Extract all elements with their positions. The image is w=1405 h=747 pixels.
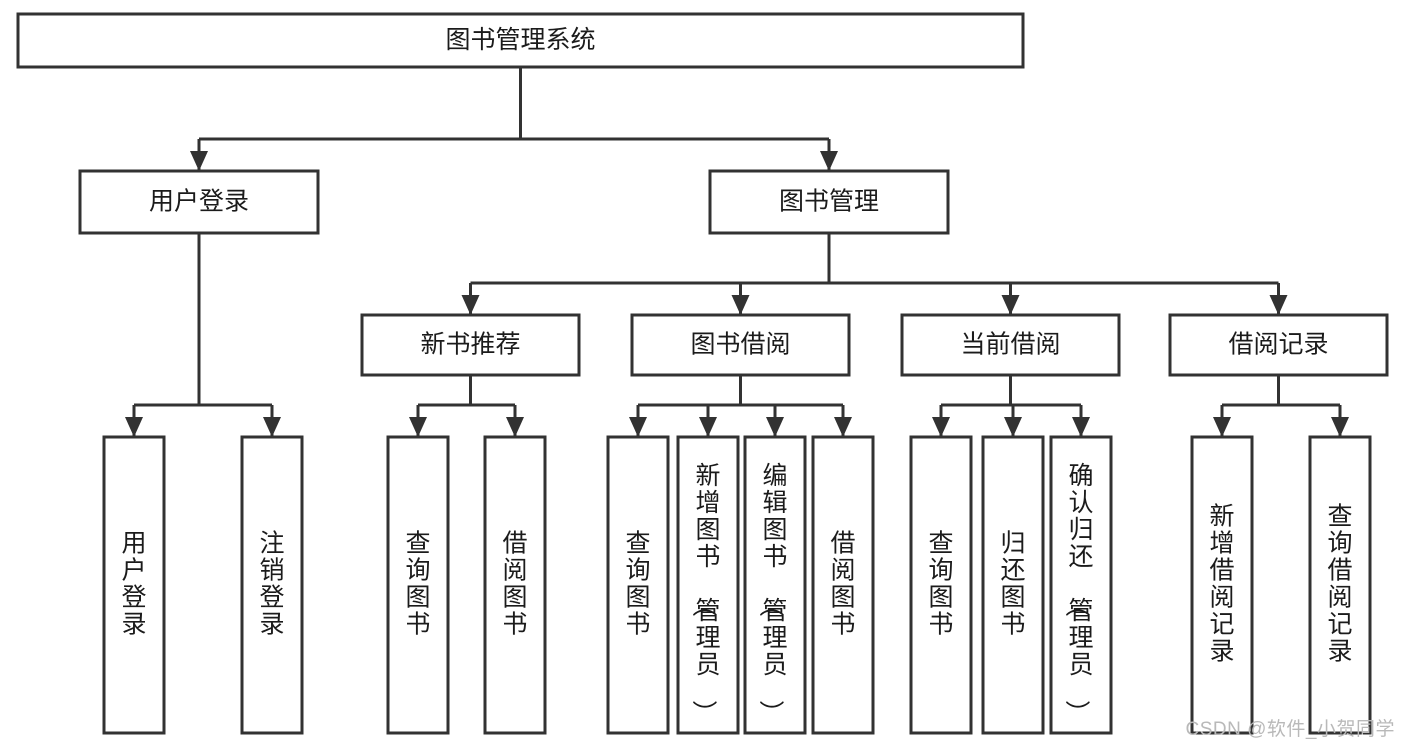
node-new-book-recommend[interactable]: 新书推荐 <box>360 313 581 377</box>
arrow-head-icon <box>125 417 143 437</box>
node-leaf-edit-book[interactable]: 编辑图书（管理员） <box>743 435 807 735</box>
edge-group-new-book-recommend <box>409 375 524 437</box>
node-box <box>240 435 304 735</box>
node-box <box>676 435 740 735</box>
node-label: 新书推荐 <box>420 331 520 359</box>
node-leaf-add-book[interactable]: 新增图书（管理员） <box>676 435 740 735</box>
edge-group-root <box>190 67 838 171</box>
node-box <box>606 435 670 735</box>
node-box <box>16 12 1025 69</box>
node-box <box>708 169 950 235</box>
arrow-head-icon <box>1213 417 1231 437</box>
node-label: 借阅图书 <box>830 530 855 639</box>
node-leaf-query-book-2[interactable]: 查询图书 <box>606 435 670 735</box>
node-box <box>1308 435 1372 735</box>
node-box <box>811 435 875 735</box>
node-box <box>1168 313 1389 377</box>
node-label: 借阅记录 <box>1228 331 1328 359</box>
edge-layer <box>125 67 1349 437</box>
arrow-head-icon <box>263 417 281 437</box>
node-box <box>360 313 581 377</box>
node-label: 图书管理系统 <box>445 26 595 54</box>
arrow-head-icon <box>629 417 647 437</box>
node-box <box>386 435 450 735</box>
node-leaf-confirm-return[interactable]: 确认归还（管理员） <box>1049 435 1113 735</box>
node-leaf-query-book-1[interactable]: 查询图书 <box>386 435 450 735</box>
node-label: 用户登录 <box>149 188 249 216</box>
node-box <box>102 435 166 735</box>
node-borrow-record[interactable]: 借阅记录 <box>1168 313 1389 377</box>
node-leaf-user-login[interactable]: 用户登录 <box>102 435 166 735</box>
node-label: 归还图书 <box>1000 530 1025 639</box>
node-box <box>1190 435 1254 735</box>
node-label: 借阅图书 <box>502 530 527 639</box>
arrow-head-icon <box>506 417 524 437</box>
node-label: 查询借阅记录 <box>1327 503 1352 666</box>
node-label: 新增图书（管理员） <box>689 462 720 725</box>
node-label: 查询图书 <box>928 530 953 639</box>
node-layer: 图书管理系统用户登录图书管理新书推荐图书借阅当前借阅借阅记录用户登录注销登录查询… <box>16 12 1389 735</box>
node-label: 查询图书 <box>405 530 430 639</box>
node-user-login[interactable]: 用户登录 <box>78 169 320 235</box>
arrow-head-icon <box>409 417 427 437</box>
arrow-head-icon <box>731 295 750 315</box>
arrow-head-icon <box>190 151 208 171</box>
arrow-head-icon <box>766 417 784 437</box>
edge-group-user-login <box>125 233 281 437</box>
node-current-borrow[interactable]: 当前借阅 <box>900 313 1121 377</box>
arrow-head-icon <box>1001 295 1020 315</box>
node-book-borrow[interactable]: 图书借阅 <box>630 313 851 377</box>
node-leaf-add-record[interactable]: 新增借阅记录 <box>1190 435 1254 735</box>
edge-group-borrow-record <box>1213 375 1349 437</box>
arrow-head-icon <box>834 417 852 437</box>
node-box <box>900 313 1121 377</box>
node-box <box>981 435 1045 735</box>
arrow-head-icon <box>820 151 838 171</box>
arrow-head-icon <box>461 295 480 315</box>
node-leaf-return-book[interactable]: 归还图书 <box>981 435 1045 735</box>
node-label: 当前借阅 <box>960 331 1060 359</box>
node-leaf-query-record[interactable]: 查询借阅记录 <box>1308 435 1372 735</box>
node-label: 查询图书 <box>625 530 650 639</box>
node-leaf-borrow-book-2[interactable]: 借阅图书 <box>811 435 875 735</box>
node-label: 确认归还（管理员） <box>1062 462 1093 725</box>
node-label: 图书借阅 <box>690 331 790 359</box>
node-box <box>1049 435 1113 735</box>
arrow-head-icon <box>1004 417 1022 437</box>
node-label: 图书管理 <box>779 188 879 216</box>
node-label: 新增借阅记录 <box>1209 503 1234 666</box>
node-box <box>630 313 851 377</box>
edge-group-book-manage <box>461 233 1288 315</box>
node-label: 用户登录 <box>121 530 146 639</box>
node-leaf-borrow-book-1[interactable]: 借阅图书 <box>483 435 547 735</box>
edge-group-current-borrow <box>932 375 1090 437</box>
node-root[interactable]: 图书管理系统 <box>16 12 1025 69</box>
node-label: 注销登录 <box>259 530 284 639</box>
node-book-manage[interactable]: 图书管理 <box>708 169 950 235</box>
node-label: 编辑图书（管理员） <box>756 462 787 725</box>
node-box <box>483 435 547 735</box>
arrow-head-icon <box>1072 417 1090 437</box>
node-leaf-user-logout[interactable]: 注销登录 <box>240 435 304 735</box>
arrow-head-icon <box>1331 417 1349 437</box>
arrow-head-icon <box>1269 295 1288 315</box>
arrow-head-icon <box>699 417 717 437</box>
node-leaf-query-book-3[interactable]: 查询图书 <box>909 435 973 735</box>
node-box <box>78 169 320 235</box>
node-box <box>743 435 807 735</box>
arrow-head-icon <box>932 417 950 437</box>
edge-group-book-borrow <box>629 375 852 437</box>
node-box <box>909 435 973 735</box>
